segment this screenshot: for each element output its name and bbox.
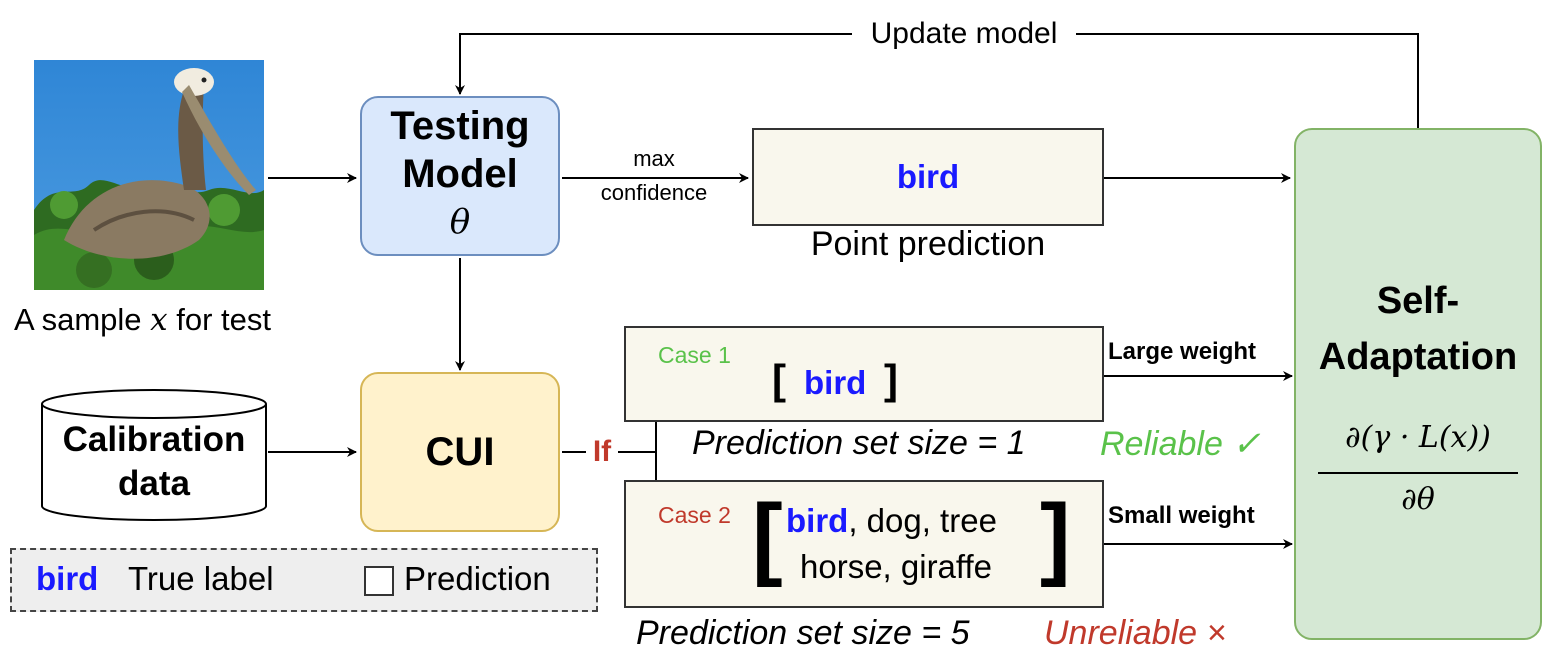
legend-prediction-text: Prediction	[404, 560, 551, 597]
legend-true-label-text: True label	[128, 560, 274, 597]
edge-label-update-model: Update model	[852, 16, 1076, 52]
case2-weight: Small weight	[1108, 502, 1255, 529]
point-prediction-label: bird	[896, 158, 960, 195]
edge-label-confidence: confidence	[600, 180, 708, 205]
point-prediction-box[interactable]: bird	[752, 128, 1104, 226]
self-adaptation-box[interactable]: Self- Adaptation ∂(γ · L(x)) ∂θ	[1294, 128, 1542, 640]
case2-line1: bird, dog, tree	[786, 502, 997, 540]
case2-verdict: Unreliable ×	[1044, 614, 1227, 652]
case2-line2: horse, giraffe	[800, 548, 993, 585]
case1-weight: Large weight	[1108, 338, 1257, 365]
case1-verdict: Reliable ✓	[1100, 425, 1261, 463]
fraction-bar	[1318, 472, 1518, 474]
sample-caption: A sample x for test	[14, 302, 334, 346]
case1-label: bird	[804, 364, 867, 401]
case1-close-bracket: ]	[884, 356, 898, 403]
testing-model-line2: Model	[402, 152, 518, 196]
testing-model-line1: Testing	[390, 104, 530, 148]
sample-caption-suffix: for test	[167, 302, 271, 337]
self-adaptation-line1: Self-	[1376, 280, 1460, 322]
case2-open-bracket: [	[752, 486, 783, 588]
case2-true-label: bird	[786, 502, 849, 539]
calibration-cylinder	[41, 389, 267, 521]
case2-line1-rest: , dog, tree	[848, 502, 997, 539]
edge-label-if: If	[586, 434, 618, 470]
case1-tag: Case 1	[658, 342, 731, 369]
sample-caption-prefix: A sample	[14, 302, 151, 337]
sample-variable: x	[150, 302, 168, 338]
legend-true-label-word: bird	[36, 560, 99, 597]
calibration-line2: data	[118, 464, 190, 503]
legend-prediction-swatch	[364, 566, 394, 596]
point-prediction-caption: Point prediction	[810, 224, 1046, 263]
legend-box: bird True label Prediction	[10, 548, 598, 612]
case1-open-bracket: [	[772, 356, 786, 403]
case2-close-bracket: ]	[1040, 486, 1071, 588]
edge-label-max: max	[633, 146, 675, 171]
testing-model-box[interactable]: Testing Model θ	[360, 96, 560, 256]
gradient-denominator: ∂θ	[1401, 482, 1435, 517]
cui-box[interactable]: CUI	[360, 372, 560, 532]
case2-set-size: Prediction set size = 5	[636, 614, 970, 652]
theta-symbol: θ	[449, 202, 471, 242]
case2-box[interactable]	[624, 480, 1104, 608]
case2-tag: Case 2	[658, 502, 731, 529]
case1-set-size: Prediction set size = 1	[692, 424, 1026, 462]
gradient-numerator: ∂(γ · L(x))	[1345, 420, 1491, 455]
self-adaptation-line2: Adaptation	[1318, 336, 1518, 378]
calibration-line1: Calibration	[62, 420, 246, 459]
pelican-image	[34, 60, 264, 290]
